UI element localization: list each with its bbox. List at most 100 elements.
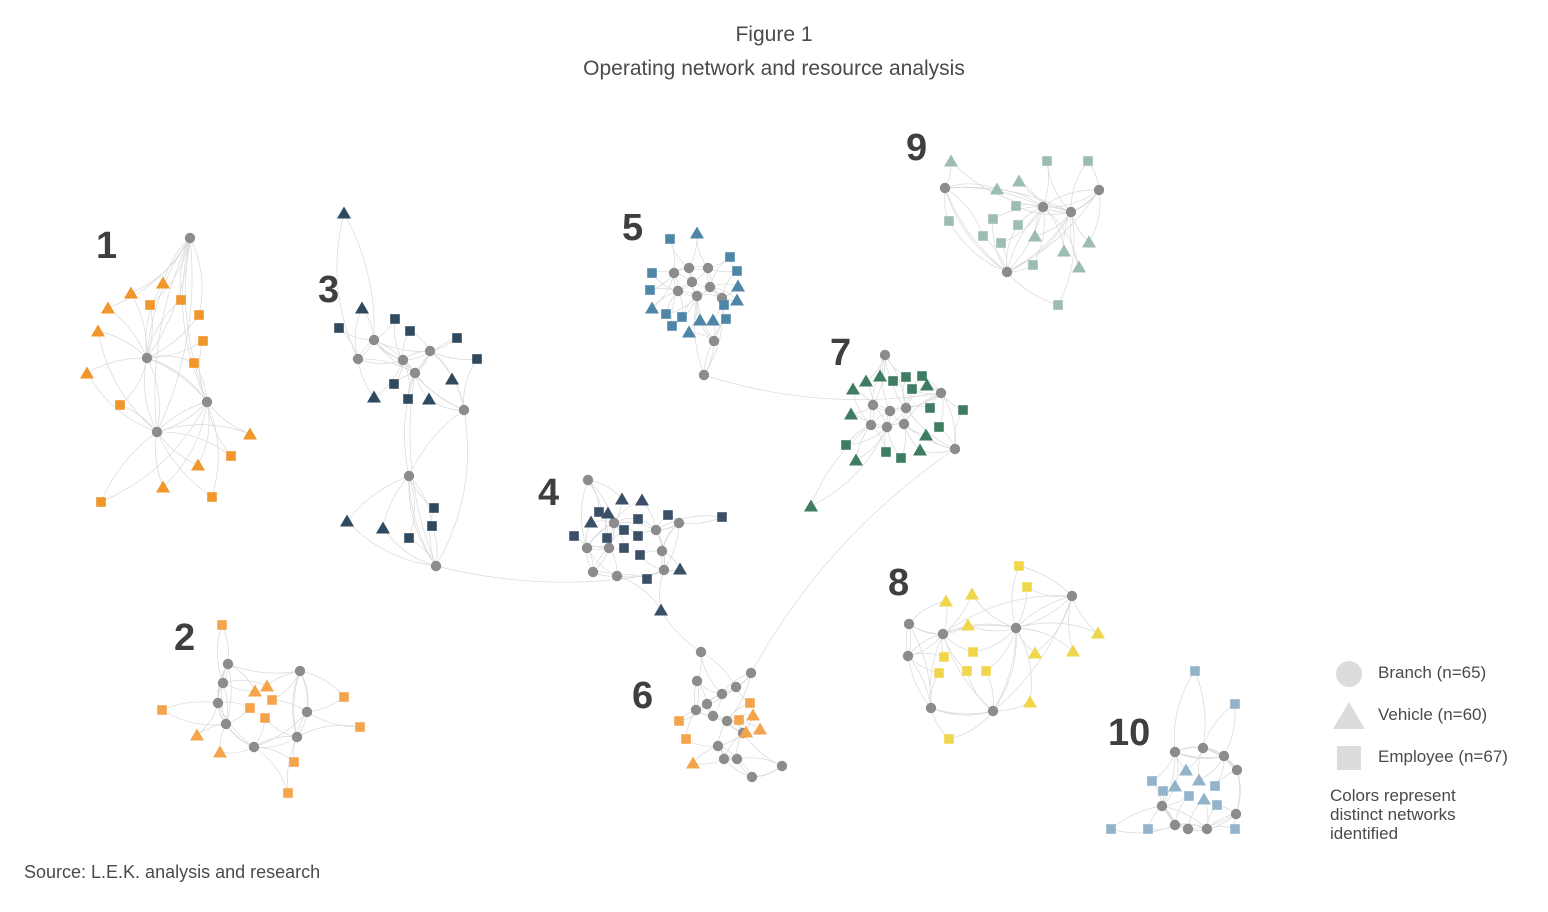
triangle-icon (1333, 702, 1365, 729)
vehicle-node (1091, 626, 1105, 639)
network-edge (402, 359, 465, 411)
network-edge (227, 663, 301, 674)
network-edge (1015, 627, 1032, 703)
network-edge (703, 374, 942, 400)
branch-node (1231, 764, 1243, 776)
vehicle-node (355, 301, 369, 314)
legend-item-employee: Employee (n=67) (1330, 740, 1540, 782)
branch-node (184, 232, 196, 244)
branch-node (686, 276, 698, 288)
circle-icon (1336, 661, 1362, 687)
vehicle-node (1057, 244, 1071, 257)
branch-node (397, 354, 409, 366)
employee-node (405, 326, 415, 336)
network-edge (1015, 586, 1028, 629)
branch-node (1169, 746, 1181, 758)
network-edge (1015, 595, 1073, 629)
network-edge (408, 475, 415, 539)
employee-node (888, 376, 898, 386)
vehicle-node (919, 428, 933, 441)
branch-node (151, 426, 163, 438)
network-edge (972, 627, 1017, 653)
branch-node (301, 706, 313, 718)
employee-node (745, 698, 755, 708)
vehicle-node (243, 427, 257, 440)
employee-node (925, 403, 935, 413)
network-edge (587, 479, 623, 500)
network-edge (146, 340, 204, 359)
employee-node (725, 252, 735, 262)
employee-node (427, 521, 437, 531)
network-edge (750, 448, 956, 674)
square-icon (1337, 746, 1361, 770)
vehicle-node (367, 390, 381, 403)
network-edge (907, 655, 932, 709)
network-edge (206, 401, 251, 435)
employee-node (1013, 220, 1023, 230)
employee-node (896, 453, 906, 463)
employee-node (452, 333, 462, 343)
branch-node (672, 285, 684, 297)
vehicle-node (682, 325, 696, 338)
branch-node (222, 658, 234, 670)
vehicle-node (673, 562, 687, 575)
network-edge (581, 479, 589, 549)
vehicle-node (376, 521, 390, 534)
network-edges (86, 160, 1241, 834)
employee-node (96, 497, 106, 507)
employee-node (674, 716, 684, 726)
network-edge (703, 340, 715, 376)
network-edge (919, 448, 956, 453)
branch-node (658, 564, 670, 576)
employee-node (1190, 666, 1200, 676)
legend-label-branch: Branch (n=65) (1378, 663, 1487, 682)
network-edge (299, 670, 308, 713)
vehicle-node (849, 453, 863, 466)
vehicle-node (213, 745, 227, 758)
branch-node (935, 387, 947, 399)
vehicle-node (1066, 644, 1080, 657)
branch-node (701, 698, 713, 710)
vehicle-node (753, 722, 767, 735)
employee-node (633, 514, 643, 524)
vehicle-node (686, 756, 700, 769)
network-edge (985, 670, 994, 712)
network-edge (382, 475, 410, 529)
branch-node (650, 524, 662, 536)
employee-node (981, 666, 991, 676)
employee-node (1212, 800, 1222, 810)
employee-node (403, 394, 413, 404)
employee-node (665, 234, 675, 244)
branch-node (608, 517, 620, 529)
branch-node (1197, 742, 1209, 754)
employee-node (283, 788, 293, 798)
vehicle-node (584, 515, 598, 528)
network-nodes (80, 154, 1243, 835)
branch-node (746, 771, 758, 783)
network-edge (404, 372, 416, 477)
network-edge (338, 327, 375, 341)
vehicle-node (913, 443, 927, 456)
network-edge (429, 350, 478, 360)
network-edge (293, 670, 301, 738)
vehicle-node (635, 493, 649, 506)
network-edge (1110, 805, 1163, 830)
network-edge (130, 292, 148, 359)
network-edge (119, 404, 158, 433)
vehicle-node (1072, 260, 1086, 273)
branch-node (731, 753, 743, 765)
branch-node (716, 688, 728, 700)
network-edge (1173, 670, 1196, 753)
network-edge (346, 520, 437, 567)
employee-node (677, 312, 687, 322)
vehicle-node (645, 301, 659, 314)
branch-node (1169, 819, 1181, 831)
employee-node (157, 705, 167, 715)
employee-node (1143, 824, 1153, 834)
employee-node (642, 574, 652, 584)
network-edge (1057, 211, 1075, 306)
network-edge (944, 187, 1008, 273)
employee-node (1028, 260, 1038, 270)
branch-node (745, 667, 757, 679)
